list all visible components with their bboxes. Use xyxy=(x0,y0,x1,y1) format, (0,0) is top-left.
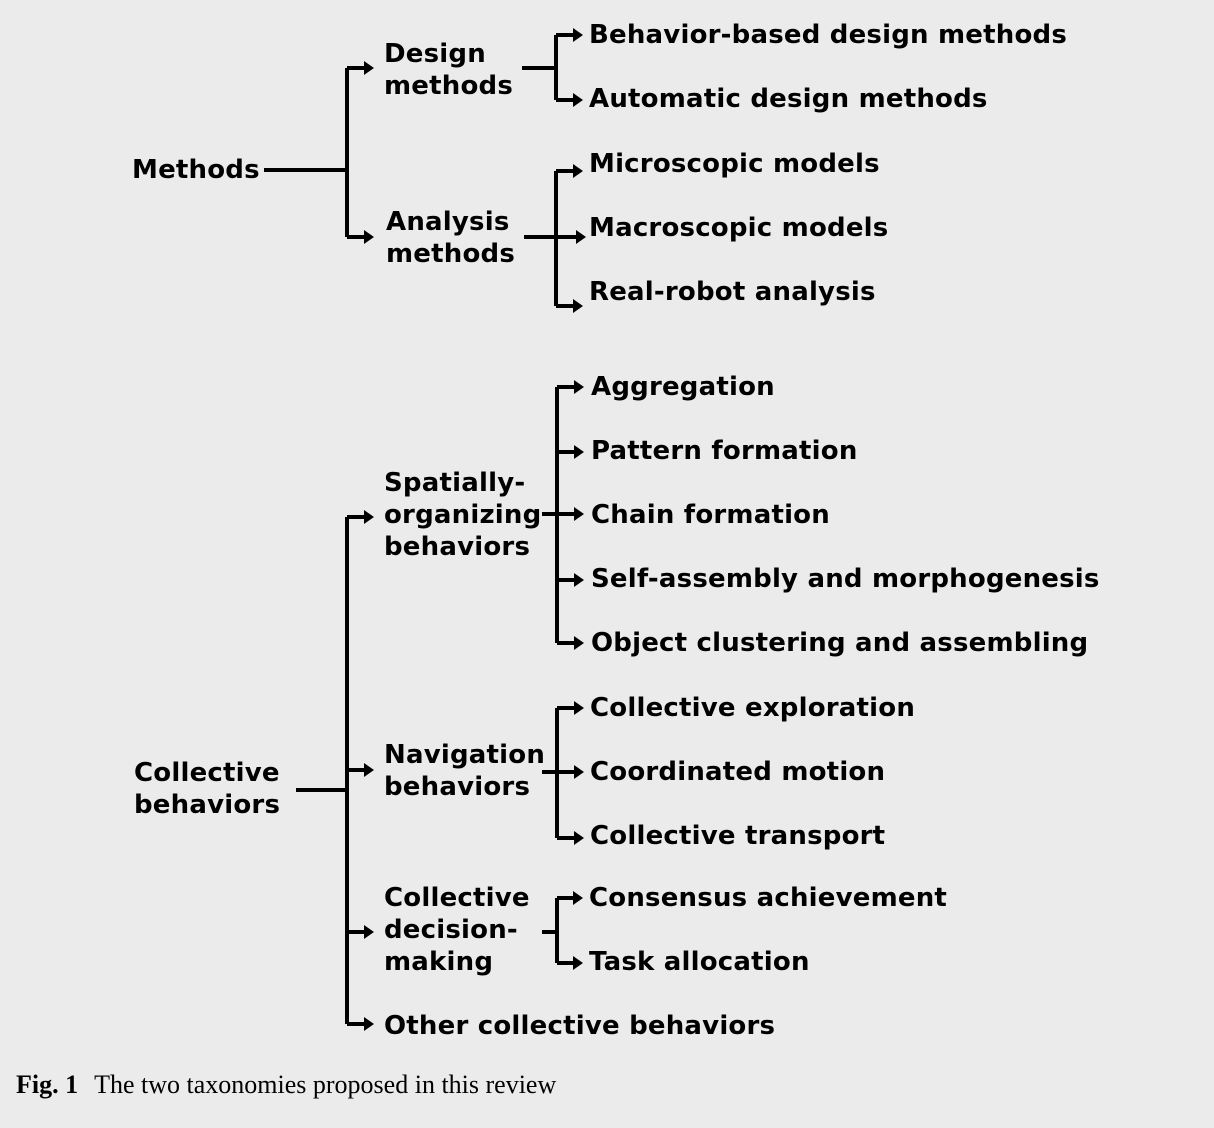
arrowhead xyxy=(574,765,584,779)
macroscopic-models-label: Macroscopic models xyxy=(589,213,889,243)
arrowhead xyxy=(573,164,583,178)
coordinated-motion-label: Coordinated motion xyxy=(590,757,886,787)
behavior-based-design-methods-label: Behavior-based design methods xyxy=(589,20,1067,50)
navigation-behaviors-label: Navigation behaviors xyxy=(384,740,546,802)
arrowhead xyxy=(364,925,374,939)
consensus-achievement-label: Consensus achievement xyxy=(589,883,948,913)
self-assembly-and-morphogenesis-label: Self-assembly and morphogenesis xyxy=(591,564,1100,594)
arrowhead xyxy=(573,28,583,42)
collective-behaviors-root-label: Collective behaviors xyxy=(134,758,281,820)
arrowhead xyxy=(573,93,583,107)
arrowhead xyxy=(364,61,374,75)
arrowhead xyxy=(364,763,374,777)
other-collective-behaviors-label: Other collective behaviors xyxy=(384,1011,776,1041)
methods-root-label: Methods xyxy=(132,155,260,185)
arrowhead xyxy=(573,956,583,970)
figure-number: Fig. 1 xyxy=(16,1070,79,1099)
task-allocation-label: Task allocation xyxy=(589,947,810,977)
arrowhead xyxy=(364,510,374,524)
analysis-methods-label: Analysis methods xyxy=(386,207,516,269)
collective-exploration-label: Collective exploration xyxy=(590,693,916,723)
arrowhead xyxy=(576,230,586,244)
pattern-formation-label: Pattern formation xyxy=(591,436,858,466)
design-methods-label: Design methods xyxy=(384,39,514,101)
figure-caption-text: The two taxonomies proposed in this revi… xyxy=(94,1070,557,1099)
arrowhead xyxy=(574,380,584,394)
aggregation-label: Aggregation xyxy=(591,372,775,402)
collective-decision-making-label: Collective decision-making xyxy=(384,883,530,977)
arrowhead xyxy=(574,636,584,650)
arrowhead xyxy=(574,445,584,459)
arrowhead xyxy=(364,230,374,244)
spatially-organizing-behaviors-label: Spatially-organizing behaviors xyxy=(384,468,542,562)
arrowhead xyxy=(364,1017,374,1031)
arrowhead xyxy=(574,507,584,521)
arrowhead xyxy=(573,299,583,313)
automatic-design-methods-label: Automatic design methods xyxy=(589,84,988,114)
arrowhead xyxy=(574,701,584,715)
microscopic-models-label: Microscopic models xyxy=(589,149,880,179)
figure-caption: Fig. 1 The two taxonomies proposed in thi… xyxy=(16,1070,556,1100)
arrowhead xyxy=(573,891,583,905)
chain-formation-label: Chain formation xyxy=(591,500,830,530)
real-robot-analysis-label: Real-robot analysis xyxy=(589,277,876,307)
arrowhead xyxy=(574,573,584,587)
arrowhead xyxy=(574,831,584,845)
collective-transport-label: Collective transport xyxy=(590,821,886,851)
object-clustering-and-assembling-label: Object clustering and assembling xyxy=(591,628,1089,658)
